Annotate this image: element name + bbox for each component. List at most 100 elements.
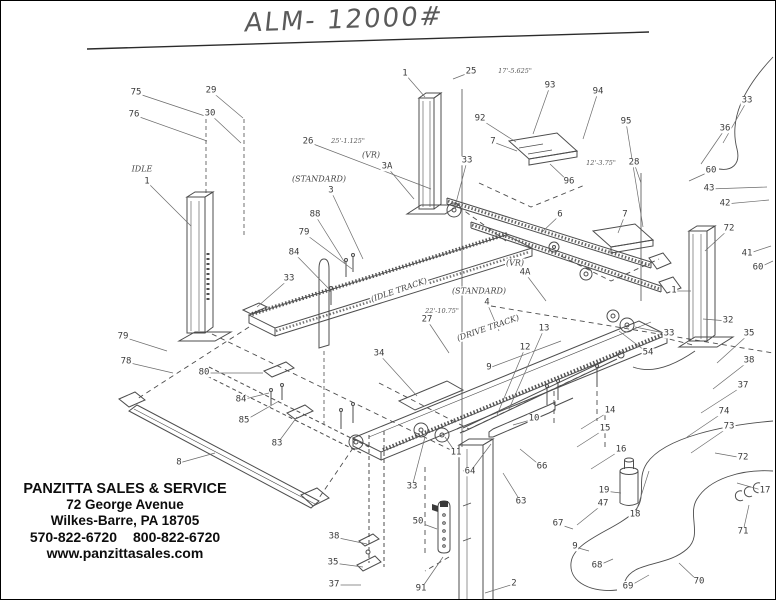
part-callout: 7: [489, 136, 497, 147]
part-callout: 80: [197, 367, 211, 378]
part-callout: 47: [596, 498, 610, 509]
part-callout: 72: [736, 452, 750, 463]
part-callout: 1: [143, 176, 151, 187]
part-callout: 72: [722, 223, 736, 234]
part-callout: 92: [473, 113, 487, 124]
part-callout: 25'-1.125": [330, 137, 366, 145]
part-callout: 29: [204, 85, 218, 96]
part-callout: 79: [116, 331, 130, 342]
part-callout: 22'-10.75": [424, 307, 460, 315]
part-callout: 68: [590, 560, 604, 571]
part-callout: 1: [670, 285, 678, 296]
part-callout: 43: [702, 183, 716, 194]
part-callout: 26: [301, 136, 315, 147]
part-callout: 42: [718, 198, 732, 209]
part-callout: 38: [327, 531, 341, 542]
part-callout: (IDLE TRACK): [368, 275, 430, 305]
part-callout: 85: [237, 415, 251, 426]
part-callout: 12'-3.75": [585, 159, 617, 167]
part-callout: 17'-5.625": [497, 67, 533, 75]
part-callout: 66: [535, 461, 549, 472]
part-callout: 25: [464, 66, 478, 77]
part-callout: 2: [510, 578, 518, 589]
part-callout: (VR): [360, 150, 382, 160]
part-callout: 35: [326, 557, 340, 568]
part-callout: 76: [127, 109, 141, 120]
part-callout: 91: [414, 583, 428, 594]
part-callout: 75: [129, 87, 143, 98]
part-callout: (STANDARD): [290, 174, 348, 184]
vendor-address-street: 72 George Avenue: [66, 497, 184, 512]
part-callout: 6: [556, 209, 564, 220]
vendor-phones: 570-822-6720 800-822-6720: [17, 529, 233, 545]
part-callout: 1: [401, 68, 409, 79]
part-callout: 4: [483, 297, 491, 308]
part-callout: 33: [405, 481, 419, 492]
part-callout: 63: [514, 496, 528, 507]
part-callout: 10: [527, 413, 541, 424]
part-callout: 71: [736, 526, 750, 537]
part-callout: 9: [485, 362, 493, 373]
part-callout: 33: [662, 328, 676, 339]
part-callout: IDLE: [130, 164, 154, 174]
part-callout: 18: [628, 509, 642, 520]
part-callout: (VR): [504, 258, 526, 268]
part-callout: 11: [449, 447, 463, 458]
part-callout: 30: [203, 108, 217, 119]
part-callout: 73: [722, 421, 736, 432]
part-callout: 28: [627, 157, 641, 168]
part-callout: 34: [372, 348, 386, 359]
part-callout: 41: [740, 248, 754, 259]
part-callout: 4A: [518, 267, 532, 278]
part-callout: 50: [411, 516, 425, 527]
part-callout: 60: [704, 165, 718, 176]
vendor-address-city: Wilkes-Barre, PA 18705: [50, 513, 200, 528]
part-callout: 96: [562, 176, 576, 187]
part-callout: 14: [603, 405, 617, 416]
part-callout: 69: [621, 581, 635, 592]
part-callout: 60: [751, 262, 765, 273]
part-callout: 17: [758, 485, 772, 496]
part-callout: 3: [327, 185, 335, 196]
part-callout: 67: [551, 518, 565, 529]
vendor-phone-tollfree: 800-822-6720: [133, 529, 221, 545]
part-callout: 9: [571, 541, 579, 552]
part-callout: 33: [460, 155, 474, 166]
part-callout: 27: [420, 314, 434, 325]
part-callout: 95: [619, 116, 633, 127]
part-callout: 16: [614, 444, 628, 455]
part-callout: 33: [740, 95, 754, 106]
part-callout: 32: [721, 315, 735, 326]
part-callout: 64: [463, 466, 477, 477]
part-callout: 8: [175, 457, 183, 468]
part-callout: 13: [537, 323, 551, 334]
part-callout: 37: [327, 579, 341, 590]
part-callout: 70: [692, 576, 706, 587]
part-callout: 83: [270, 438, 284, 449]
part-callout: 12: [518, 342, 532, 353]
part-callout: 38: [742, 355, 756, 366]
part-callout: 37: [736, 380, 750, 391]
part-callout: 84: [287, 247, 301, 258]
part-callout: 15: [598, 423, 612, 434]
part-callout: 33: [282, 273, 296, 284]
vendor-website: www.panzittasales.com: [46, 545, 204, 561]
part-callout: 74: [717, 406, 731, 417]
part-callout: (DRIVE TRACK): [454, 312, 522, 344]
part-callout: 36: [718, 123, 732, 134]
part-callout: 94: [591, 86, 605, 97]
vendor-phone-local: 570-822-6720: [29, 529, 117, 545]
part-callout: 35: [742, 328, 756, 339]
part-callout: 78: [119, 356, 133, 367]
part-callout: 79: [297, 227, 311, 238]
part-callout: 19: [597, 485, 611, 496]
part-callout: 54: [641, 347, 655, 358]
part-callout: (STANDARD): [450, 286, 508, 296]
vendor-name: PANZITTA SALES & SERVICE: [23, 481, 227, 497]
part-callout: 7: [621, 209, 629, 220]
part-callout: 84: [234, 394, 248, 405]
part-callout: 93: [543, 80, 557, 91]
vendor-stamp: PANZITTA SALES & SERVICE 72 George Avenu…: [17, 481, 233, 561]
